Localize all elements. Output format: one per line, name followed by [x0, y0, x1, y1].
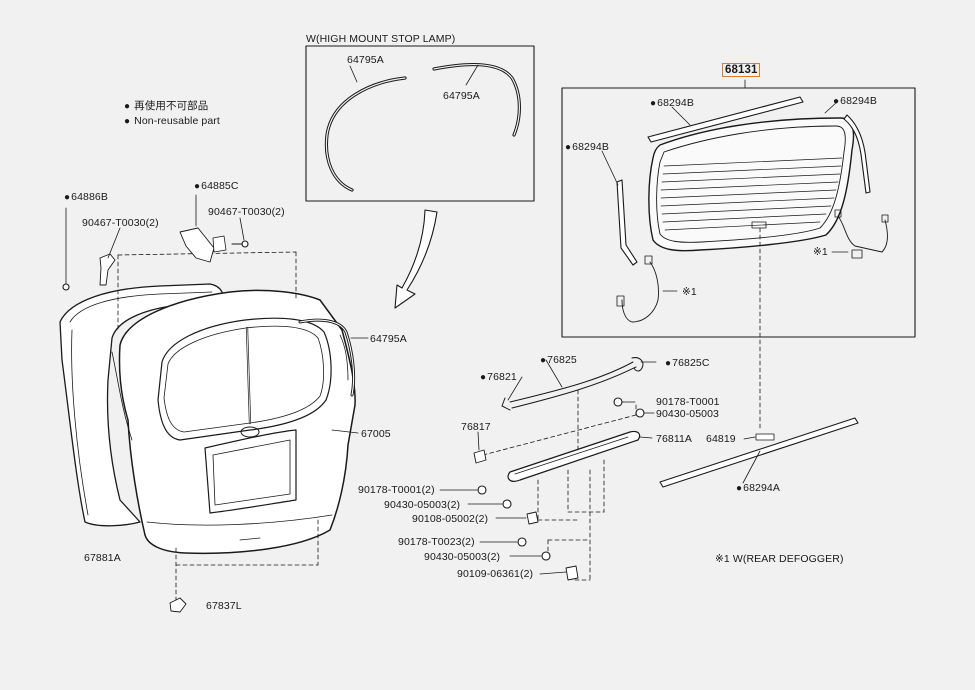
label-67881a: 67881A [84, 552, 121, 564]
label-64886b: 64886B [64, 191, 108, 204]
defogger-lines [660, 157, 843, 231]
high-mount-box-drawing [305, 45, 535, 202]
label-90430-05003: 90430-05003 [656, 408, 719, 420]
hollow-arrow [394, 209, 438, 309]
legend-non-reusable-en: Non-reusable part [124, 115, 220, 128]
label-defogger-ref-left: ※1 [682, 286, 697, 298]
label-76825: 76825 [540, 354, 577, 367]
label-64819: 64819 [706, 433, 736, 445]
label-76817: 76817 [461, 421, 491, 433]
label-64885c: 64885C [194, 180, 239, 193]
door-fasteners [62, 194, 249, 613]
label-68131-highlighted[interactable]: 68131 [722, 63, 761, 77]
label-68294b-top-left: 68294B [650, 97, 694, 110]
high-mount-title: W(HIGH MOUNT STOP LAMP) [306, 33, 456, 45]
garnish-drawing [439, 357, 859, 581]
legend-non-reusable-jp: 再使用不可部品 [124, 100, 208, 113]
label-90467-left: 90467-T0030(2) [82, 217, 159, 229]
label-67005: 67005 [361, 428, 391, 440]
rear-window-box-drawing [561, 79, 916, 338]
label-90108-05002-2: 90108-05002(2) [412, 513, 489, 525]
label-68294b-left: 68294B [565, 141, 609, 154]
label-76811a: 76811A [656, 433, 693, 445]
label-68294b-top-right: 68294B [833, 95, 877, 108]
label-68294a: 68294A [736, 482, 780, 495]
label-64795a-right: 64795A [443, 90, 480, 102]
label-76825c: 76825C [665, 357, 710, 370]
label-90467-right: 90467-T0030(2) [208, 206, 285, 218]
label-67837l: 67837L [206, 600, 242, 612]
back-door-drawing [59, 251, 369, 601]
label-90109-06361-2: 90109-06361(2) [457, 568, 534, 580]
label-90178-t0001-2: 90178-T0001(2) [358, 484, 435, 496]
label-defogger-ref-right: ※1 [813, 246, 828, 258]
label-90178-t0023-2: 90178-T0023(2) [398, 536, 475, 548]
label-90178-t0001: 90178-T0001 [656, 396, 720, 408]
label-76821: 76821 [480, 371, 517, 384]
label-64795a-door: 64795A [370, 333, 407, 345]
label-64795a-left: 64795A [347, 54, 384, 66]
label-90430-05003-2b: 90430-05003(2) [424, 551, 501, 563]
label-90430-05003-2a: 90430-05003(2) [384, 499, 461, 511]
footnote-rear-defogger: ※1 W(REAR DEFOGGER) [715, 553, 844, 565]
